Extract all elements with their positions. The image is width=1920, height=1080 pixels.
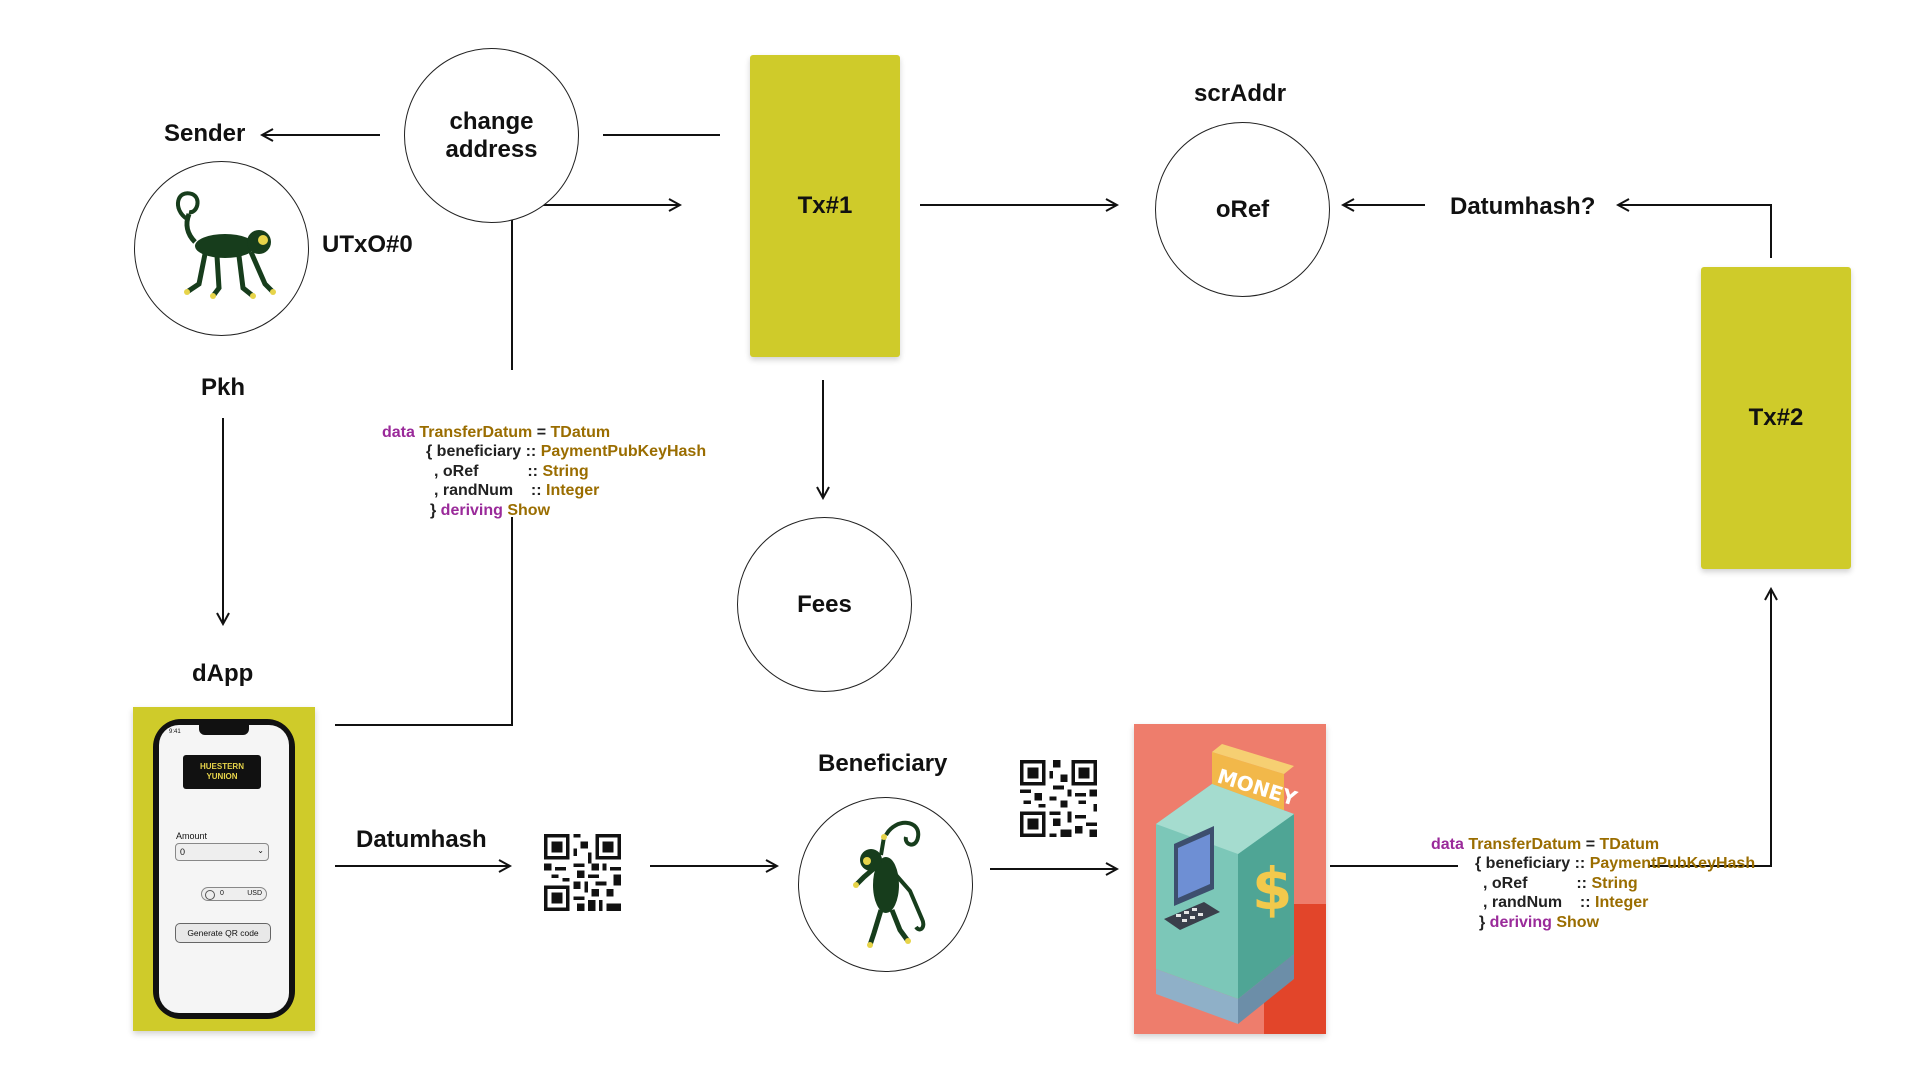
phone-notch	[199, 725, 249, 735]
generate-qr-button[interactable]: Generate QR code	[175, 923, 271, 943]
amount-input[interactable]: 0 ⌄	[175, 843, 269, 861]
phone-time: 9:41	[169, 729, 181, 735]
tx2-box: Tx#2	[1701, 267, 1851, 569]
pkh-label: Pkh	[201, 374, 246, 401]
dapp-phone-card: 9:41 HUESTERN YUNION Amount 0 ⌄ 0 USD Ge…	[133, 707, 315, 1031]
dapp-label: dApp	[192, 660, 254, 687]
code-line-1: data TransferDatum = TDatum	[382, 423, 611, 441]
code-line-4: , randNum :: Integer	[1483, 894, 1649, 911]
transfer-datum-code-1: data TransferDatum = TDatum { beneficiary…	[382, 403, 706, 540]
tx1-box: Tx#1	[750, 55, 900, 357]
monkey-icon	[175, 190, 276, 299]
code-line-2: { beneficiary :: PaymentPubKeyHash	[1475, 855, 1756, 872]
utxo-label: UTxO#0	[322, 231, 413, 258]
code-line-3: , oRef :: String	[1483, 874, 1638, 892]
code-line-4: , randNum :: Integer	[434, 482, 600, 499]
huestern-yunion-logo: HUESTERN YUNION	[183, 755, 261, 789]
toggle-knob-icon	[205, 890, 215, 900]
beneficiary-monkey-node	[798, 797, 973, 972]
sender-monkey-node	[134, 161, 309, 336]
fees-node: Fees	[737, 517, 912, 692]
monkey-icon	[852, 820, 925, 948]
atm-dollar-text: $	[1252, 855, 1292, 923]
datumhash-question-label: Datumhash?	[1450, 193, 1596, 220]
code-line-5: } deriving Show	[430, 501, 551, 519]
tx1-label: Tx#1	[797, 192, 853, 219]
amount-label: Amount	[176, 831, 208, 841]
transfer-datum-code-2: data TransferDatum = TDatum { beneficiary…	[1431, 815, 1755, 952]
beneficiary-label: Beneficiary	[818, 750, 948, 777]
tx2-label: Tx#2	[1748, 404, 1804, 431]
phone-icon: 9:41 HUESTERN YUNION Amount 0 ⌄ 0 USD Ge…	[153, 719, 295, 1019]
line-dapp-up	[335, 720, 513, 726]
datumhash-label: Datumhash	[356, 826, 487, 853]
oref-label: oRef	[1215, 195, 1270, 223]
phone-screen: 9:41 HUESTERN YUNION Amount 0 ⌄ 0 USD Ge…	[159, 725, 289, 1013]
qr-code-icon	[544, 834, 621, 911]
code-line-1: data TransferDatum = TDatum	[1431, 835, 1660, 853]
atm-icon: MONEY $	[1156, 744, 1326, 1034]
qr-code-icon	[1020, 760, 1097, 837]
change-address-node: change address	[404, 48, 579, 223]
arrow-tx2-to-datumhash	[1618, 205, 1772, 258]
code-line-5: } deriving Show	[1479, 913, 1600, 931]
atm-card: MONEY $	[1134, 724, 1326, 1034]
arrow-to-tx2	[1648, 589, 1771, 867]
code-line-3: , oRef :: String	[434, 462, 589, 480]
currency-toggle[interactable]: 0 USD	[201, 887, 267, 901]
scraddr-label: scrAddr	[1194, 80, 1287, 107]
sender-label: Sender	[164, 120, 246, 147]
chevron-down-icon: ⌄	[257, 846, 264, 855]
fees-label: Fees	[797, 590, 852, 618]
code-line-2: { beneficiary :: PaymentPubKeyHash	[426, 443, 707, 460]
oref-node: oRef	[1155, 122, 1330, 297]
